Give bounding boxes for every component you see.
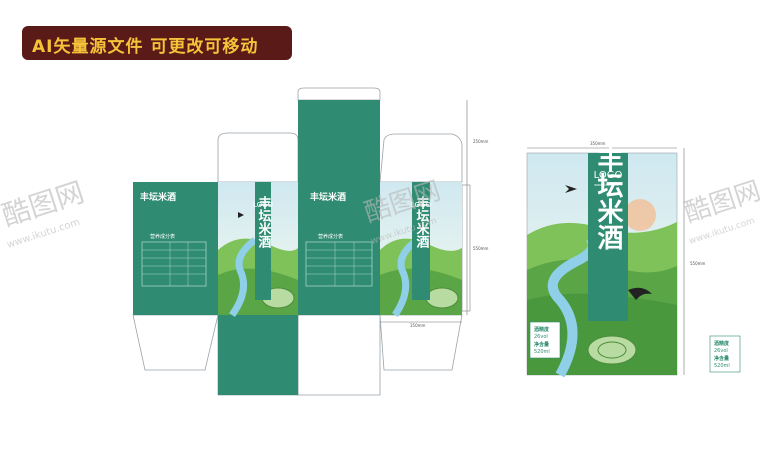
front-view-large: [526, 152, 678, 378]
logo-text-right: LOGO: [411, 201, 432, 209]
dim-top-depth: 250mm: [473, 139, 489, 144]
side-volume-label: 净含量: [714, 355, 729, 362]
back-title-right: 丰坛米酒: [310, 191, 346, 203]
bottom-panel-green: [218, 315, 298, 395]
bottom-flap-left: [132, 314, 219, 371]
top-flap-left: [217, 132, 299, 183]
logo-text-large: LOGO: [594, 170, 623, 181]
volume-label: 净含量: [534, 341, 549, 348]
dim-front-width: 350mm: [410, 323, 426, 328]
product-name-vertical-left: 丰坛米酒: [256, 195, 272, 249]
nutrition-table-left: [141, 241, 207, 287]
abv-value: 26vol: [534, 334, 548, 340]
product-name-large: 丰坛米酒: [593, 146, 623, 250]
nutrition-title-left: 营养成分表: [150, 233, 175, 240]
dim-panel-height: 550mm: [473, 246, 489, 251]
front-panel-left: [218, 182, 298, 318]
dim-box-height: 550mm: [690, 261, 706, 266]
glue-strip: [461, 184, 471, 312]
side-label-box: [709, 335, 741, 373]
logo-text-left: LOGO: [253, 201, 274, 209]
bottom-panel-outline: [297, 314, 381, 396]
website-text: www.58pic.com: [594, 183, 622, 187]
top-panel: [298, 100, 380, 182]
side-volume-value: 520ml: [714, 363, 730, 369]
abv-label: 酒精度: [534, 326, 550, 333]
back-title-left: 丰坛米酒: [140, 191, 176, 203]
volume-value: 520ml: [534, 349, 550, 355]
dimension-lines: [380, 100, 685, 375]
top-flap-right: [379, 133, 463, 183]
nutrition-rows-right: [306, 242, 372, 286]
top-tuck-flap: [297, 87, 381, 101]
dim-box-width: 350mm: [590, 141, 606, 146]
title-banner: AI矢量源文件 可更改可移动: [22, 26, 292, 60]
product-name-vertical-right: 丰坛米酒: [414, 195, 430, 249]
nutrition-title-right: 营养成分表: [318, 233, 343, 240]
swallow-icon: [565, 185, 577, 193]
front-panel-right: [380, 182, 462, 317]
side-abv-label: 酒精度: [714, 340, 730, 347]
nutrition-rows-left: [142, 242, 206, 286]
back-panel-right: [298, 182, 380, 315]
nutrition-table-right: [305, 241, 373, 287]
swallow-icon: [628, 287, 652, 300]
side-abv-value: 26vol: [714, 348, 728, 354]
back-panel-left: [133, 182, 218, 315]
banner-text: AI矢量源文件 可更改可移动: [32, 37, 259, 57]
